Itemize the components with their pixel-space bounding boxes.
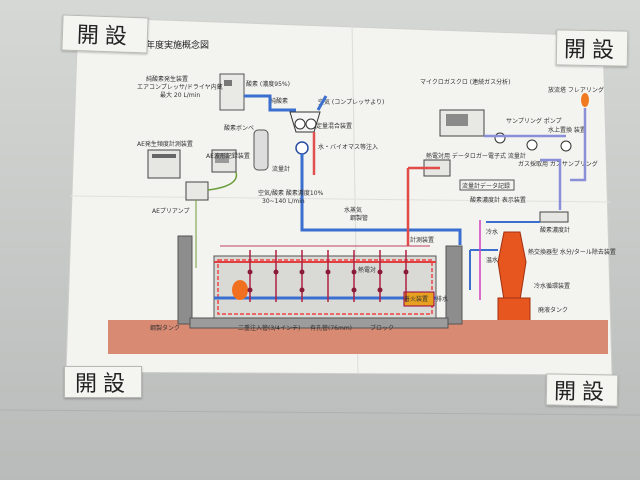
tape-label-top-right: 開設 bbox=[555, 29, 629, 67]
label-steel-tube: 鋼製管 bbox=[350, 214, 368, 222]
label-oxygen: 酸素 (濃度95%) bbox=[246, 80, 290, 88]
conc-meter-icon bbox=[539, 211, 569, 223]
label-conc-meter: 酸素濃度計 bbox=[540, 226, 570, 234]
label-cooling-unit: 冷水循環装置 bbox=[534, 282, 570, 290]
igniter-box bbox=[403, 291, 435, 307]
label-pure-oxygen: 純酸素 bbox=[270, 97, 288, 105]
label-conc-display: 酸素濃度計 表示装置 bbox=[470, 196, 526, 204]
label-perforated-pipe: 有孔管(76mm) bbox=[310, 324, 352, 332]
tape-label-top-left: 開設 bbox=[61, 14, 149, 54]
label-ae-logger: AE発生頻度計測装置 bbox=[137, 140, 193, 148]
label-injection-pipe: 二重注入管(3/4インチ) bbox=[238, 324, 300, 332]
label-flare: 放流塔 フレアリング bbox=[548, 86, 604, 94]
label-gas-conc: 空気/酸素 酸素濃度10% bbox=[258, 189, 324, 197]
label-gas-sampling: ガス採取用 ガスサンプリング bbox=[518, 160, 598, 168]
flow-logger-box bbox=[459, 179, 515, 191]
label-air: 空気 (コンプレッサより) bbox=[318, 98, 384, 106]
tank-wall-left bbox=[177, 235, 193, 325]
label-heat-exchanger: 熱交換器型 水分/タール除去装置 bbox=[528, 248, 616, 256]
label-micro-gc: マイクロガスクロ (連続ガス分析) bbox=[420, 78, 510, 86]
burn-chamber bbox=[213, 255, 437, 319]
label-steel-tank: 鋼製タンク bbox=[150, 324, 180, 332]
label-gas-flow: 30~140 L/min bbox=[262, 198, 305, 205]
label-vapor: 水蒸気 bbox=[344, 206, 362, 214]
label-ae-preamp: AEプリアンプ bbox=[152, 208, 189, 215]
label-thermocouple: 熱電対 bbox=[358, 266, 376, 274]
label-flowmeter: 流量計 bbox=[272, 165, 290, 173]
label-hot-water: 温水 bbox=[486, 256, 498, 264]
label-electronic-flowmeter: 電子式 流量計 bbox=[488, 152, 526, 160]
flowmeter-icon bbox=[295, 141, 309, 155]
label-mixer: 定量混合装置 bbox=[316, 122, 352, 130]
label-block: ブロック bbox=[370, 324, 394, 332]
label-flow-logger: 流量計データ記録 bbox=[462, 182, 510, 190]
diagram-title: 年度実施概念図 bbox=[146, 39, 209, 51]
label-generator: 純酸素発生装置 bbox=[146, 75, 188, 83]
label-ae-waveform: AE波形記録装置 bbox=[206, 152, 250, 160]
ae-preamp-icon bbox=[185, 181, 209, 201]
label-drain: 排水 bbox=[436, 295, 448, 303]
label-water-trap: 水上置換 装置 bbox=[548, 126, 586, 134]
oxygen-generator-icon bbox=[219, 73, 245, 111]
label-flow-max: 最大 20 L/min bbox=[160, 91, 200, 99]
tape-label-bottom-right: 開設 bbox=[545, 373, 619, 407]
label-water-biomass: 水・バイオマス等注入 bbox=[318, 143, 378, 151]
label-compressor: エアコンプレッサ/ドライヤ内蔵 bbox=[137, 83, 223, 91]
label-sampling-pump: サンプリング ポンプ bbox=[506, 117, 562, 125]
tape-label-bottom-left: 開設 bbox=[64, 366, 142, 398]
label-coal-tank: 廃液タンク bbox=[538, 306, 568, 314]
label-cylinder: 酸素ボンベ bbox=[224, 124, 254, 132]
label-gauge: 計測装置 bbox=[410, 236, 434, 244]
label-cooling: 冷水 bbox=[486, 228, 498, 236]
pump-icon bbox=[494, 132, 506, 144]
label-thermo-logger: 熱電対用 データロガー bbox=[426, 152, 488, 160]
tank-wall-right bbox=[445, 245, 463, 325]
fire-icon bbox=[232, 280, 248, 300]
flare-flame-icon bbox=[581, 93, 589, 107]
oxygen-cylinder-icon bbox=[253, 129, 269, 171]
label-igniter: 着火装置 bbox=[404, 295, 428, 303]
heat-exchanger-icon bbox=[497, 231, 527, 301]
